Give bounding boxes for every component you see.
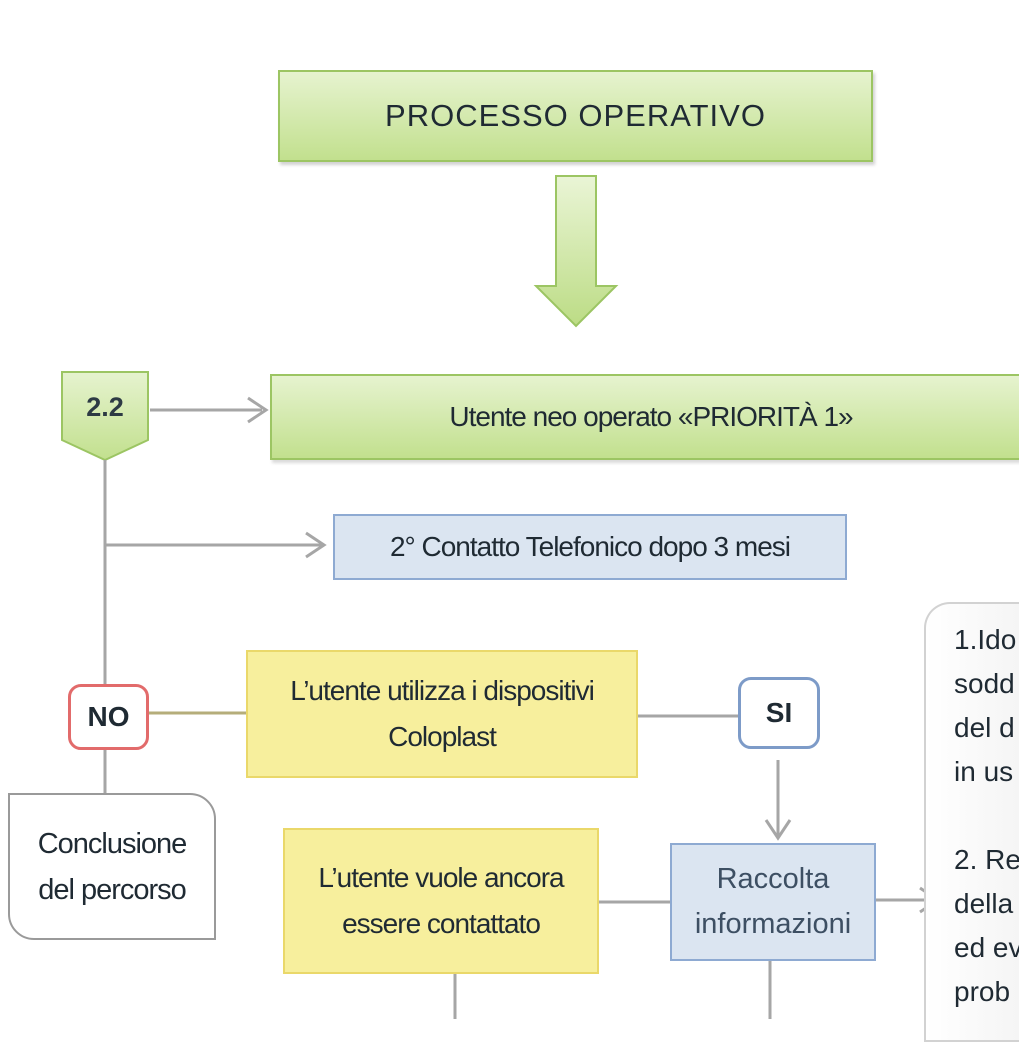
process-title-box: PROCESSO OPERATIVO: [278, 70, 873, 162]
step-badge-shape: [61, 371, 149, 462]
no-label: NO: [87, 701, 130, 732]
question-uses-devices-box: L’utente utilizza i dispositivi Coloplas…: [246, 650, 638, 778]
no-decision: NO: [68, 684, 149, 750]
side-note-1-line3: del d: [954, 712, 1015, 743]
side-notes-panel: 1.Ido sodd del d in us 2. Re della ed ev…: [924, 602, 1019, 1042]
side-note-2-line2: della: [954, 888, 1014, 919]
side-note-item-1: 1.Ido sodd del d in us: [954, 618, 1019, 794]
collect-line1: Raccolta: [716, 863, 830, 895]
side-note-1-line4: in us: [954, 756, 1014, 787]
arrowhead-contact: [305, 531, 327, 559]
priority-label: Utente neo operato «PRIORITÀ 1»: [449, 401, 853, 432]
si-decision: SI: [738, 677, 820, 749]
down-arrow: [533, 175, 619, 328]
question-uses-devices-line2: Coloplast: [388, 721, 497, 752]
side-note-1-line2: sodd: [954, 668, 1015, 699]
side-note-item-2: 2. Re della ed ev prob: [954, 838, 1019, 1014]
question-uses-devices-line1: L’utente utilizza i dispositivi: [290, 675, 595, 706]
end-box: Conclusione del percorso: [8, 793, 216, 940]
step-badge-label: 2.2: [86, 391, 124, 422]
contact-box: 2° Contatto Telefonico dopo 3 mesi: [333, 514, 847, 580]
side-note-2-line1: 2. Re: [954, 844, 1019, 875]
question-wants-contact-line2: essere contattato: [342, 908, 541, 939]
contact-label: 2° Contatto Telefonico dopo 3 mesi: [389, 531, 791, 562]
arrowhead-collect: [764, 819, 792, 841]
side-note-2-line3: ed ev: [954, 932, 1019, 963]
collect-line2: informazioni: [694, 908, 852, 940]
connectors-layer: [61, 175, 941, 1019]
arrowhead-priority: [247, 396, 269, 424]
end-line1: Conclusione: [37, 827, 188, 860]
end-line2: del percorso: [38, 873, 187, 906]
question-wants-contact-line1: L’utente vuole ancora: [318, 862, 564, 893]
collect-info-box: Raccolta informazioni: [670, 843, 876, 961]
step-badge: 2.2: [62, 384, 148, 430]
side-note-1-line1: 1.Ido: [954, 624, 1017, 655]
side-note-2-line4: prob: [954, 976, 1011, 1007]
question-wants-contact-box: L’utente vuole ancora essere contattato: [283, 828, 599, 974]
process-title: PROCESSO OPERATIVO: [385, 98, 766, 133]
si-label: SI: [765, 697, 793, 728]
priority-box: Utente neo operato «PRIORITÀ 1»: [270, 374, 1019, 460]
